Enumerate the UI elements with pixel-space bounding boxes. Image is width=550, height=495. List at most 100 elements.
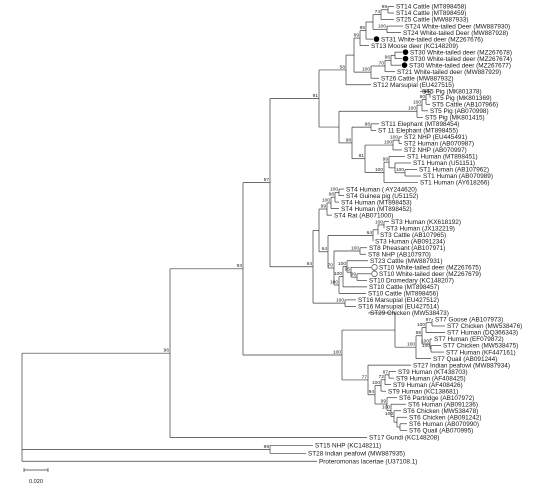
taxon-label: ST10 White-tailed deer (MZ267675) xyxy=(379,265,481,272)
bootstrap-value: 99 xyxy=(383,157,389,163)
bootstrap-value: 100 xyxy=(375,219,383,225)
taxon-label: ST5 Pig (MK801415) xyxy=(425,115,485,122)
taxon-label: ST30 White-tailed deer (MZ267677) xyxy=(409,62,511,69)
bootstrap-value: 100 xyxy=(333,349,341,355)
taxon-labels: ST14 Cattle (MT898458)ST14 Cattle (MT898… xyxy=(308,4,522,466)
bootstrap-value: 98 xyxy=(329,192,335,198)
bootstrap-value: 100 xyxy=(422,343,430,349)
taxon-label: ST10 Cattle (MT898457) xyxy=(369,284,439,291)
bootstrap-value: 98 xyxy=(346,137,352,143)
taxon-label: ST11 Elephant (MT898454) xyxy=(381,121,459,128)
taxon-label: ST3 Human (JX132219) xyxy=(386,225,455,232)
bootstrap-value: 80 xyxy=(420,94,426,100)
taxon-label: ST1 Human (AB107962) xyxy=(419,167,489,174)
bootstrap-value: 100 xyxy=(362,67,370,73)
taxon-label: ST31 White-tailed deer (MZ267676) xyxy=(381,36,483,43)
scale-bar-label: 0.020 xyxy=(29,479,43,485)
bootstrap-value: 99 xyxy=(264,444,270,450)
bootstrap-value: 99 xyxy=(351,271,357,277)
taxon-label: ST17 Gundi (KC148208) xyxy=(369,435,439,442)
taxon-label: ST24 White-tailed Deer (MW887930) xyxy=(405,23,510,30)
taxon-label: ST6 Chicken (AB091242) xyxy=(409,414,481,421)
taxon-label: ST1 Human (AB070989) xyxy=(423,173,493,180)
taxon-label: ST4 Human (MT898453) xyxy=(341,199,412,206)
bootstrap-value: 100 xyxy=(336,298,344,304)
bootstrap-value: 97 xyxy=(426,317,432,323)
taxon-label: ST6 Human (AB091236) xyxy=(408,401,478,408)
taxon-label: ST9 Human (AF408426) xyxy=(393,382,463,389)
bootstrap-value: 100 xyxy=(351,245,359,251)
taxon-label: ST7 Human (EF079872) xyxy=(434,336,504,343)
taxon-label: ST5 Pig (AB070998) xyxy=(430,108,489,115)
taxon-label: ST9 Human (KC138681) xyxy=(388,388,458,395)
bootstrap-value: 98 xyxy=(365,122,371,128)
taxon-label: ST12 Marsupial (EU427515) xyxy=(373,82,454,89)
taxon-label: ST7 Human (KF447161) xyxy=(446,349,516,356)
bootstrap-value: 64 xyxy=(307,261,313,267)
taxon-label: ST 11 Elephant (MT898455) xyxy=(378,128,458,135)
taxon-label: ST16 Marsupial (EU427512) xyxy=(358,297,439,304)
bootstrap-value: 77 xyxy=(362,374,368,380)
taxon-label: ST1 Human (U51151) xyxy=(413,160,475,167)
taxon-label: ST26 Cattle (MW887932) xyxy=(381,75,453,82)
taxon-label: ST8 Pheasant (AB107971) xyxy=(369,245,445,252)
taxon-label: ST9 Human (KT438703) xyxy=(398,369,468,376)
taxon-label: ST23 Cattle (MW887931) xyxy=(370,258,442,265)
taxon-label: ST1 Human (AY618266) xyxy=(420,180,490,187)
bootstrap-value: 81 xyxy=(359,153,365,159)
taxon-label: ST3 Cattle (AB107965) xyxy=(380,232,446,239)
open-circle-marker xyxy=(371,264,378,271)
taxon-label: ST6 Partridge (AB107972) xyxy=(399,395,474,402)
bootstrap-value: 100 xyxy=(421,338,429,344)
taxon-label: ST25 Cattle (MW887933) xyxy=(396,17,468,24)
bootstrap-value: 74 xyxy=(375,9,381,15)
taxon-label: ST2 NHP (AB070997) xyxy=(404,147,467,154)
bootstrap-value: 95 xyxy=(345,267,351,273)
bootstrap-value: 99 xyxy=(381,398,387,404)
taxon-label: ST2 Human (AB070987) xyxy=(404,141,474,148)
bootstrap-values: 9974100858996701005890801001009810010010… xyxy=(164,4,432,450)
taxon-label: ST30 White-tailed deer (MZ267674) xyxy=(410,56,512,63)
filled-circle-marker xyxy=(373,36,380,42)
taxon-label: ST6 Chicken (MW538478) xyxy=(403,408,478,415)
taxon-label: ST4 Guinea pig (U51152) xyxy=(346,193,418,200)
taxon-label: ST5 Cattle (AB107966) xyxy=(432,102,498,109)
taxon-label: ST21 White-tailed deer (MW887929) xyxy=(397,69,501,76)
filled-circle-marker xyxy=(402,49,409,55)
bootstrap-value: 100 xyxy=(384,139,392,145)
taxon-label: ST27 Indian peafowl (MW887934) xyxy=(413,362,510,369)
bootstrap-value: 100 xyxy=(330,187,338,193)
bootstrap-value: 91 xyxy=(313,93,319,99)
bootstrap-value: 70 xyxy=(379,60,385,66)
bootstrap-value: 100 xyxy=(378,24,386,30)
bootstrap-value: 64 xyxy=(367,230,373,236)
taxon-label: ST14 Cattle (MT898459) xyxy=(396,10,466,17)
bootstrap-value: 100 xyxy=(408,106,416,112)
taxon-label: ST14 Cattle (MT898458) xyxy=(396,4,466,11)
taxon-label: ST5 Pig (MK801369) xyxy=(432,95,492,102)
taxon-label: ST6 Human (AB070990) xyxy=(409,421,479,428)
taxon-label: ST3 Human (KX618192) xyxy=(391,219,461,226)
bootstrap-value: 100 xyxy=(417,322,425,328)
taxon-label: ST10 White-tailed deer (MZ267679) xyxy=(379,271,481,278)
bootstrap-value: 100 xyxy=(385,411,393,417)
bootstrap-value: 90 xyxy=(424,89,430,95)
bootstrap-value: 100 xyxy=(322,197,330,203)
open-circle-marker xyxy=(371,270,378,277)
taxon-label: ST30 White-tailed deer (MZ267678) xyxy=(410,49,512,56)
taxon-label: ST16 Marsupial (EU427514) xyxy=(358,304,439,311)
bootstrap-value: 96 xyxy=(164,348,170,354)
bootstrap-value: 72 xyxy=(379,374,385,380)
taxon-label: ST24 White-tailed Deer (MW887928) xyxy=(403,30,508,37)
taxon-label: ST4 Rat (AB071000) xyxy=(334,212,393,219)
taxon-label: ST5 Pig (MK801378) xyxy=(422,88,482,95)
bootstrap-value: 85 xyxy=(360,25,366,31)
bootstrap-value: 100 xyxy=(407,342,415,348)
taxon-label: ST10 Cattle (MT898456) xyxy=(368,291,438,298)
bootstrap-value: 100 xyxy=(413,100,421,106)
bootstrap-value: 64 xyxy=(322,246,328,252)
bootstrap-value: 100 xyxy=(338,261,346,267)
filled-circle-marker xyxy=(401,62,408,68)
taxon-label: ST4 Human (MT898452) xyxy=(341,206,412,213)
